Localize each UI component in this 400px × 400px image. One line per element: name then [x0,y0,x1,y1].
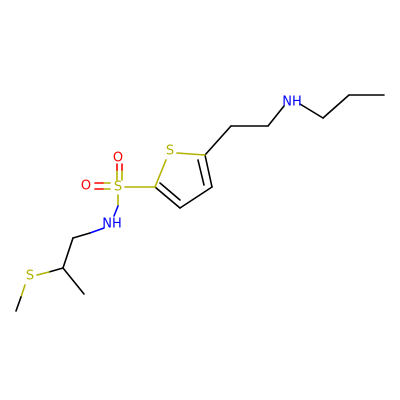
sulfonamide-nh-label: NH [102,217,122,232]
oxygen-top-label: O [113,151,123,166]
thiophene-ring [154,152,213,209]
sulfonyl-sulfur-label: S [114,180,122,195]
methylthio-propyl-chain [15,227,105,312]
amine-nh-label: NH [282,95,302,110]
thiophene-sulfur-label: S [166,144,174,159]
ethyl-linker [204,105,285,156]
sulfonyl-group [94,163,156,217]
thioether-sulfur-label: S [26,269,34,284]
propyl-chain [299,94,385,119]
oxygen-left-label: O [81,179,91,194]
